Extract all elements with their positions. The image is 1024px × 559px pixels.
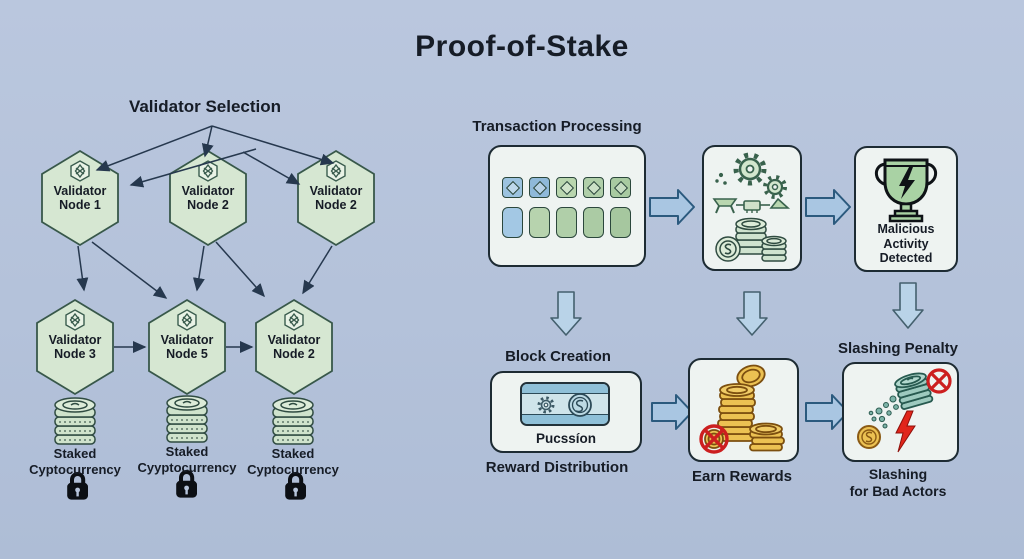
staked-coin-icons <box>54 395 314 445</box>
arrow-right-icon <box>651 394 693 430</box>
transaction-icon <box>610 177 631 198</box>
validator-selection-heading: Validator Selection <box>128 97 282 116</box>
transaction-icon <box>556 177 577 198</box>
staked-crypto-label: Staked Cyptocurrency <box>247 446 339 477</box>
block-inner-label: Pucssíon <box>535 431 597 446</box>
arrow-right-icon <box>805 189 851 225</box>
arrow-right-icon <box>649 189 695 225</box>
red-lightning-icon <box>895 410 916 453</box>
validator-badge-icon <box>177 309 197 331</box>
validator-badge-icon <box>198 160 218 182</box>
padlock-icon <box>285 472 306 500</box>
transaction-icon <box>529 177 550 198</box>
block-creation-box: Pucssíon <box>490 371 642 453</box>
diamond-icon <box>559 180 574 195</box>
transaction-icons-row <box>502 177 631 198</box>
coin-stack-icon <box>166 395 208 443</box>
banner-top-band <box>522 384 608 394</box>
validator-badge-icon <box>284 309 304 331</box>
selection-arrows <box>76 125 335 353</box>
validator-badge-icon <box>70 160 90 182</box>
trophy-icon <box>875 158 937 223</box>
transaction-block <box>502 207 523 238</box>
page-title: Proof-of-Stake <box>415 30 629 63</box>
slashing-icon <box>857 368 952 453</box>
diamond-icon <box>532 180 547 195</box>
validator-badge-icon <box>326 160 346 182</box>
transaction-processing-box <box>488 145 646 267</box>
transaction-block <box>610 207 631 238</box>
transaction-icon <box>583 177 604 198</box>
reward-distribution-label: Reward Distribution <box>485 459 629 476</box>
validator-node-label: Validator Node 3 <box>48 333 102 362</box>
diamond-icon <box>613 180 628 195</box>
transaction-block <box>529 207 550 238</box>
validator-node-label: Validator Node 2 <box>309 184 363 213</box>
slashing-penalty-heading: Slashing Penalty <box>837 340 959 357</box>
slashing-bad-actors-label: Slashing for Bad Actors <box>849 466 947 499</box>
block-banner <box>520 382 610 426</box>
arrow-down-icon <box>736 291 768 336</box>
slashing-box <box>842 362 959 462</box>
validator-node-label: Validator Node 2 <box>267 333 321 362</box>
block-creation-heading: Block Creation <box>505 348 611 365</box>
prohibition-icon <box>699 424 729 454</box>
validator-node-label: Validator Node 1 <box>53 184 107 213</box>
earn-rewards-box <box>688 358 799 462</box>
coin-stack-icon <box>272 397 314 445</box>
gear-icon <box>537 396 555 414</box>
malicious-activity-box: Malicious Activity Detected <box>854 146 958 272</box>
transaction-blocks-row <box>502 207 631 238</box>
diamond-icon <box>505 180 520 195</box>
padlock-icon <box>67 472 88 500</box>
validation-box <box>702 145 802 271</box>
gold-coin-icon <box>857 425 881 449</box>
banner-bottom-band <box>522 414 608 424</box>
gears-and-coins-icon <box>712 152 791 262</box>
gold-coins-icon <box>699 364 785 454</box>
earn-rewards-label: Earn Rewards <box>691 468 793 485</box>
malicious-activity-label: Malicious Activity Detected <box>877 221 935 266</box>
validator-node-label: Validator Node 5 <box>160 333 214 362</box>
transaction-processing-heading: Transaction Processing <box>472 118 642 135</box>
validator-badge-icon <box>65 309 85 331</box>
transaction-block <box>556 207 577 238</box>
padlock-icon <box>176 470 197 498</box>
staked-crypto-label: Staked Cyyptocurrency <box>137 444 237 475</box>
transaction-block <box>583 207 604 238</box>
transaction-icon <box>502 177 523 198</box>
diamond-icon <box>586 180 601 195</box>
arrow-down-icon <box>892 282 924 329</box>
lightning-icon <box>899 167 915 199</box>
arrow-down-icon <box>550 291 582 336</box>
validator-node-label: Validator Node 2 <box>181 184 235 213</box>
staked-crypto-label: Staked Cyptocurrency <box>29 446 121 477</box>
coin-icon <box>568 393 592 417</box>
coin-stack-icon <box>54 397 96 445</box>
prohibition-icon <box>926 368 952 394</box>
